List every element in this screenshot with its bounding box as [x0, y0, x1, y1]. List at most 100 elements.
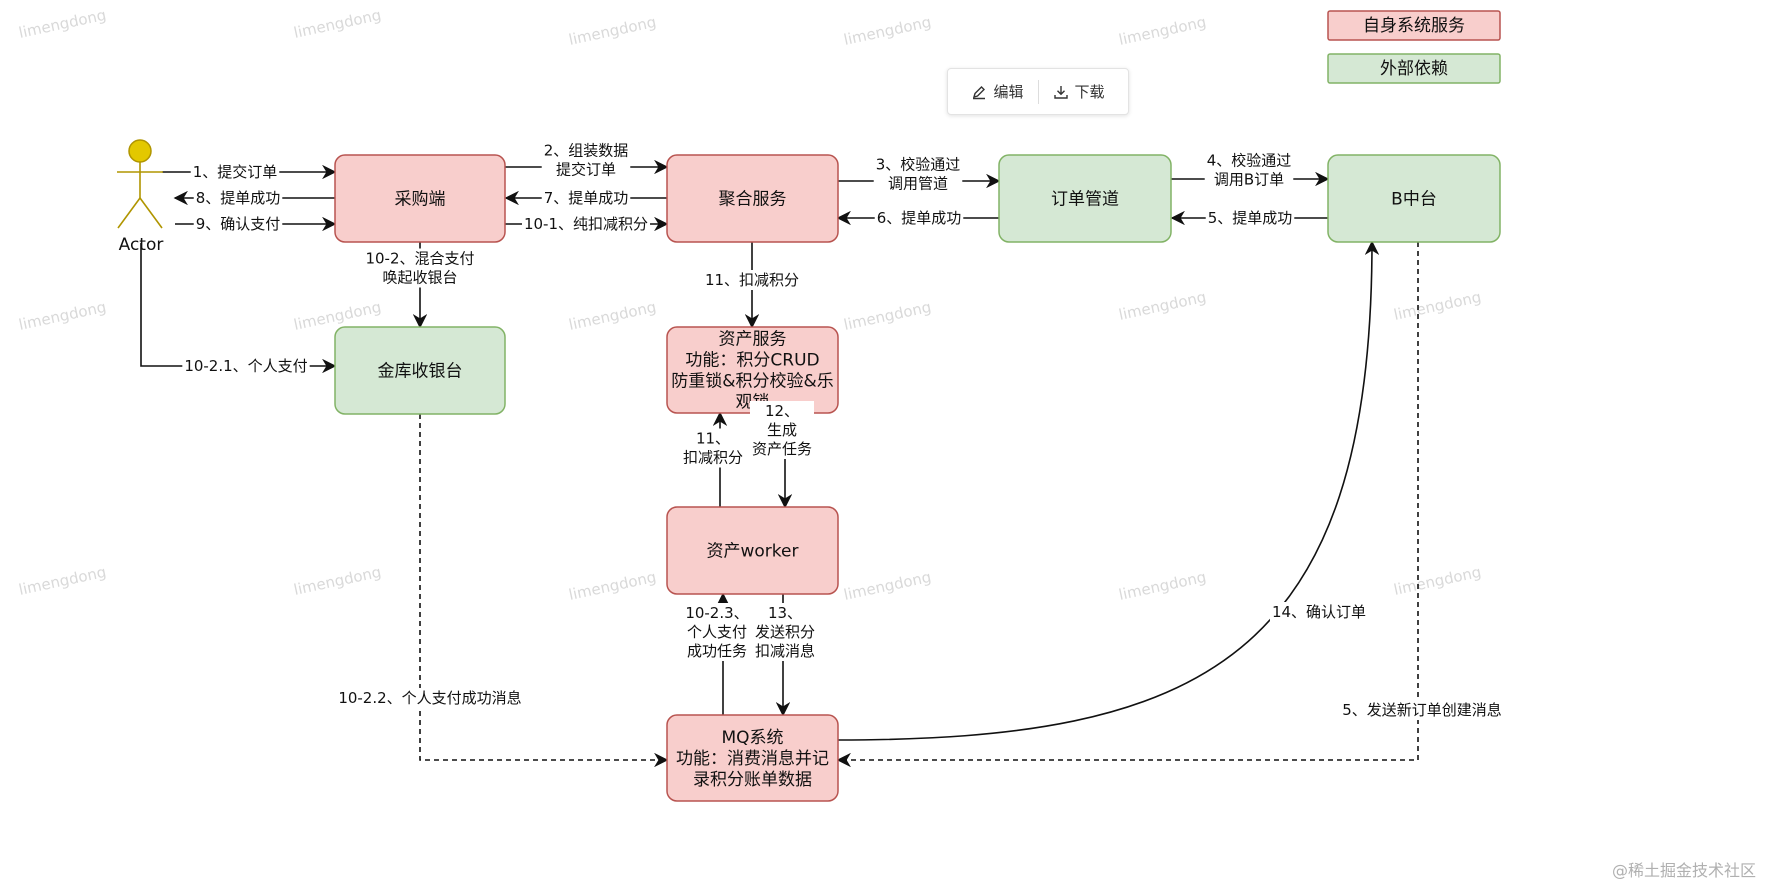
node-purchase[interactable]: 采购端: [334, 154, 506, 243]
edge-label-text: 2、组装数据: [544, 142, 629, 160]
edge-label-text: 唤起收银台: [382, 269, 457, 287]
edge-label-e7: 7、提单成功: [541, 188, 631, 208]
pencil-icon: [973, 85, 986, 99]
edge-label-bg: [749, 401, 815, 459]
edge-label-text: 发送积分: [755, 623, 815, 641]
edit-button[interactable]: 编辑: [957, 81, 1037, 102]
edge-label-bg: [182, 356, 310, 376]
watermark-text: limengdong: [567, 568, 658, 604]
download-icon: [1053, 85, 1068, 99]
node-order-pipeline[interactable]: 订单管道: [998, 154, 1172, 243]
edge-label-e10_1: 10-1、纯扣减积分: [521, 214, 651, 234]
edge-label-text: 8、提单成功: [196, 189, 281, 207]
legend-swatch: [1327, 10, 1501, 41]
node-box: [334, 326, 506, 415]
edge-label-text: 14、确认订单: [1272, 603, 1366, 621]
node-aggregate-service[interactable]: 聚合服务: [666, 154, 839, 243]
edge-label-text: 10-2.3、: [685, 604, 748, 622]
edge-label-text: 1、提交订单: [193, 163, 278, 181]
watermark-text: limengdong: [1117, 288, 1208, 324]
node-b-platform[interactable]: B中台: [1327, 154, 1501, 243]
edge-label-bg: [874, 208, 964, 228]
edge-label-text: 生成: [767, 421, 797, 439]
watermark-text: limengdong: [1117, 568, 1208, 604]
edge-label-e14: 14、确认订单: [1269, 602, 1369, 622]
edge-label-text: 个人支付: [687, 623, 747, 641]
toolbar-divider: [1037, 79, 1039, 104]
edge-label-e11_top: 11、扣减积分: [702, 270, 802, 290]
edge-confirm-order: [837, 240, 1380, 741]
download-button[interactable]: 下载: [1039, 81, 1119, 102]
watermark-text: limengdong: [842, 298, 933, 334]
node-label: 防重锁&积分校验&乐: [671, 372, 834, 392]
edge-label-text: 扣减消息: [755, 642, 815, 660]
edge-label-text: 5、提单成功: [1208, 209, 1293, 227]
legend-self-service: 自身系统服务: [1327, 10, 1501, 41]
node-label: 功能：积分CRUD: [685, 351, 819, 371]
watermark-text: limengdong: [292, 6, 383, 42]
node-box: [334, 154, 506, 243]
actor-legs: [117, 197, 163, 229]
edge-pay-success-msg: [419, 414, 669, 768]
edges-layer: [140, 159, 1419, 768]
node-label: 资产服务: [719, 330, 787, 350]
edit-label: 编辑: [993, 83, 1024, 101]
node-box: [666, 714, 839, 802]
node-box: [666, 506, 839, 595]
edge-label-e5: 5、提单成功: [1205, 208, 1295, 228]
edge-label-bg: [190, 162, 280, 182]
node-label: 聚合服务: [719, 190, 787, 210]
watermark-text: limengdong: [17, 298, 108, 334]
edge-label-text: 5、发送新订单创建消息: [1342, 701, 1502, 719]
node-asset-worker[interactable]: 资产worker: [666, 506, 839, 595]
actor-figure[interactable]: Actor: [117, 139, 164, 255]
node-label: 采购端: [395, 190, 446, 210]
node-box: [998, 154, 1172, 243]
node-cashier[interactable]: 金库收银台: [334, 326, 506, 415]
edge-label-text: 扣减积分: [683, 449, 743, 467]
actor-label: Actor: [119, 235, 164, 255]
edge-label-bg: [1204, 150, 1294, 190]
edge-label-bg: [541, 188, 631, 208]
legend-label: 外部依赖: [1380, 59, 1448, 79]
edge-label-bg: [336, 688, 524, 708]
legend-label: 自身系统服务: [1363, 16, 1465, 36]
edge-label-text: 4、校验通过: [1207, 152, 1292, 170]
edge-label-bg: [193, 188, 283, 208]
edge-label-text: 6、提单成功: [877, 209, 962, 227]
edge-label-text: 11、: [696, 430, 730, 448]
edge-label-bg: [752, 603, 818, 661]
edge-label-bg: [683, 603, 751, 661]
legend-swatch: [1327, 53, 1501, 84]
edge-label-text: 10-2.2、个人支付成功消息: [338, 689, 521, 707]
edge-label-text: 调用管道: [888, 175, 948, 193]
actor-head: [128, 139, 152, 163]
node-label: 金库收银台: [378, 362, 463, 382]
node-label: 资产worker: [707, 542, 799, 562]
legend-external-dependency: 外部依赖: [1327, 53, 1501, 84]
edge-label-e8: 8、提单成功: [193, 188, 283, 208]
edge-label-text: 9、确认支付: [196, 215, 281, 233]
edge-label-text: 10-2、混合支付: [365, 250, 474, 268]
edge-label-text: 成功任务: [687, 642, 747, 660]
watermark-text: limengdong: [1117, 13, 1208, 49]
node-label: 录积分账单数据: [693, 770, 812, 790]
edge-label-e10_2_1: 10-2.1、个人支付: [182, 356, 310, 376]
watermark-text: limengdong: [842, 13, 933, 49]
edge-label-bg: [1340, 700, 1504, 720]
edge-label-text: 3、校验通过: [876, 156, 961, 174]
node-box: [1327, 154, 1501, 243]
edge-label-e1: 1、提交订单: [190, 162, 280, 182]
edge-label-text: 提交订单: [556, 161, 616, 179]
edge-label-bg: [680, 428, 746, 468]
edge-label-text: 10-2.1、个人支付: [184, 357, 307, 375]
